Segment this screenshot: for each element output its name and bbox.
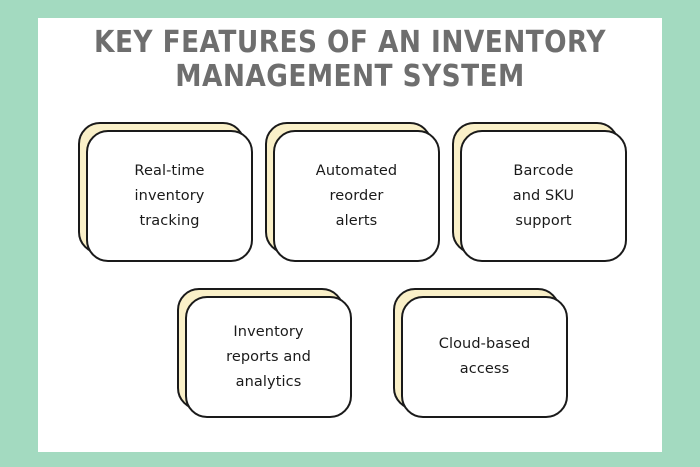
feature-card-label: Automated reorder alerts — [315, 162, 398, 229]
card-face[interactable]: Automated reorder alerts — [273, 130, 440, 262]
feature-card-label: Real-time inventory tracking — [134, 162, 205, 229]
feature-card-automated-reorder-alerts[interactable]: Automated reorder alerts — [265, 122, 440, 262]
feature-card-inventory-reports-and-analytics[interactable]: Inventory reports and analytics — [177, 288, 352, 418]
card-face[interactable]: Real-time inventory tracking — [86, 130, 253, 262]
feature-card-label: Barcode and SKU support — [512, 162, 575, 229]
feature-card-cloud-based-access[interactable]: Cloud-based access — [393, 288, 568, 418]
feature-card-real-time-inventory-tracking[interactable]: Real-time inventory tracking — [78, 122, 253, 262]
feature-card-label: Inventory reports and analytics — [226, 323, 311, 390]
feature-card-label: Cloud-based access — [438, 336, 531, 377]
card-face[interactable]: Inventory reports and analytics — [185, 296, 352, 418]
feature-card-barcode-and-sku-support[interactable]: Barcode and SKU support — [452, 122, 627, 262]
card-face[interactable]: Cloud-based access — [401, 296, 568, 418]
card-face[interactable]: Barcode and SKU support — [460, 130, 627, 262]
page-title: Key features of an inventory management … — [94, 25, 606, 94]
